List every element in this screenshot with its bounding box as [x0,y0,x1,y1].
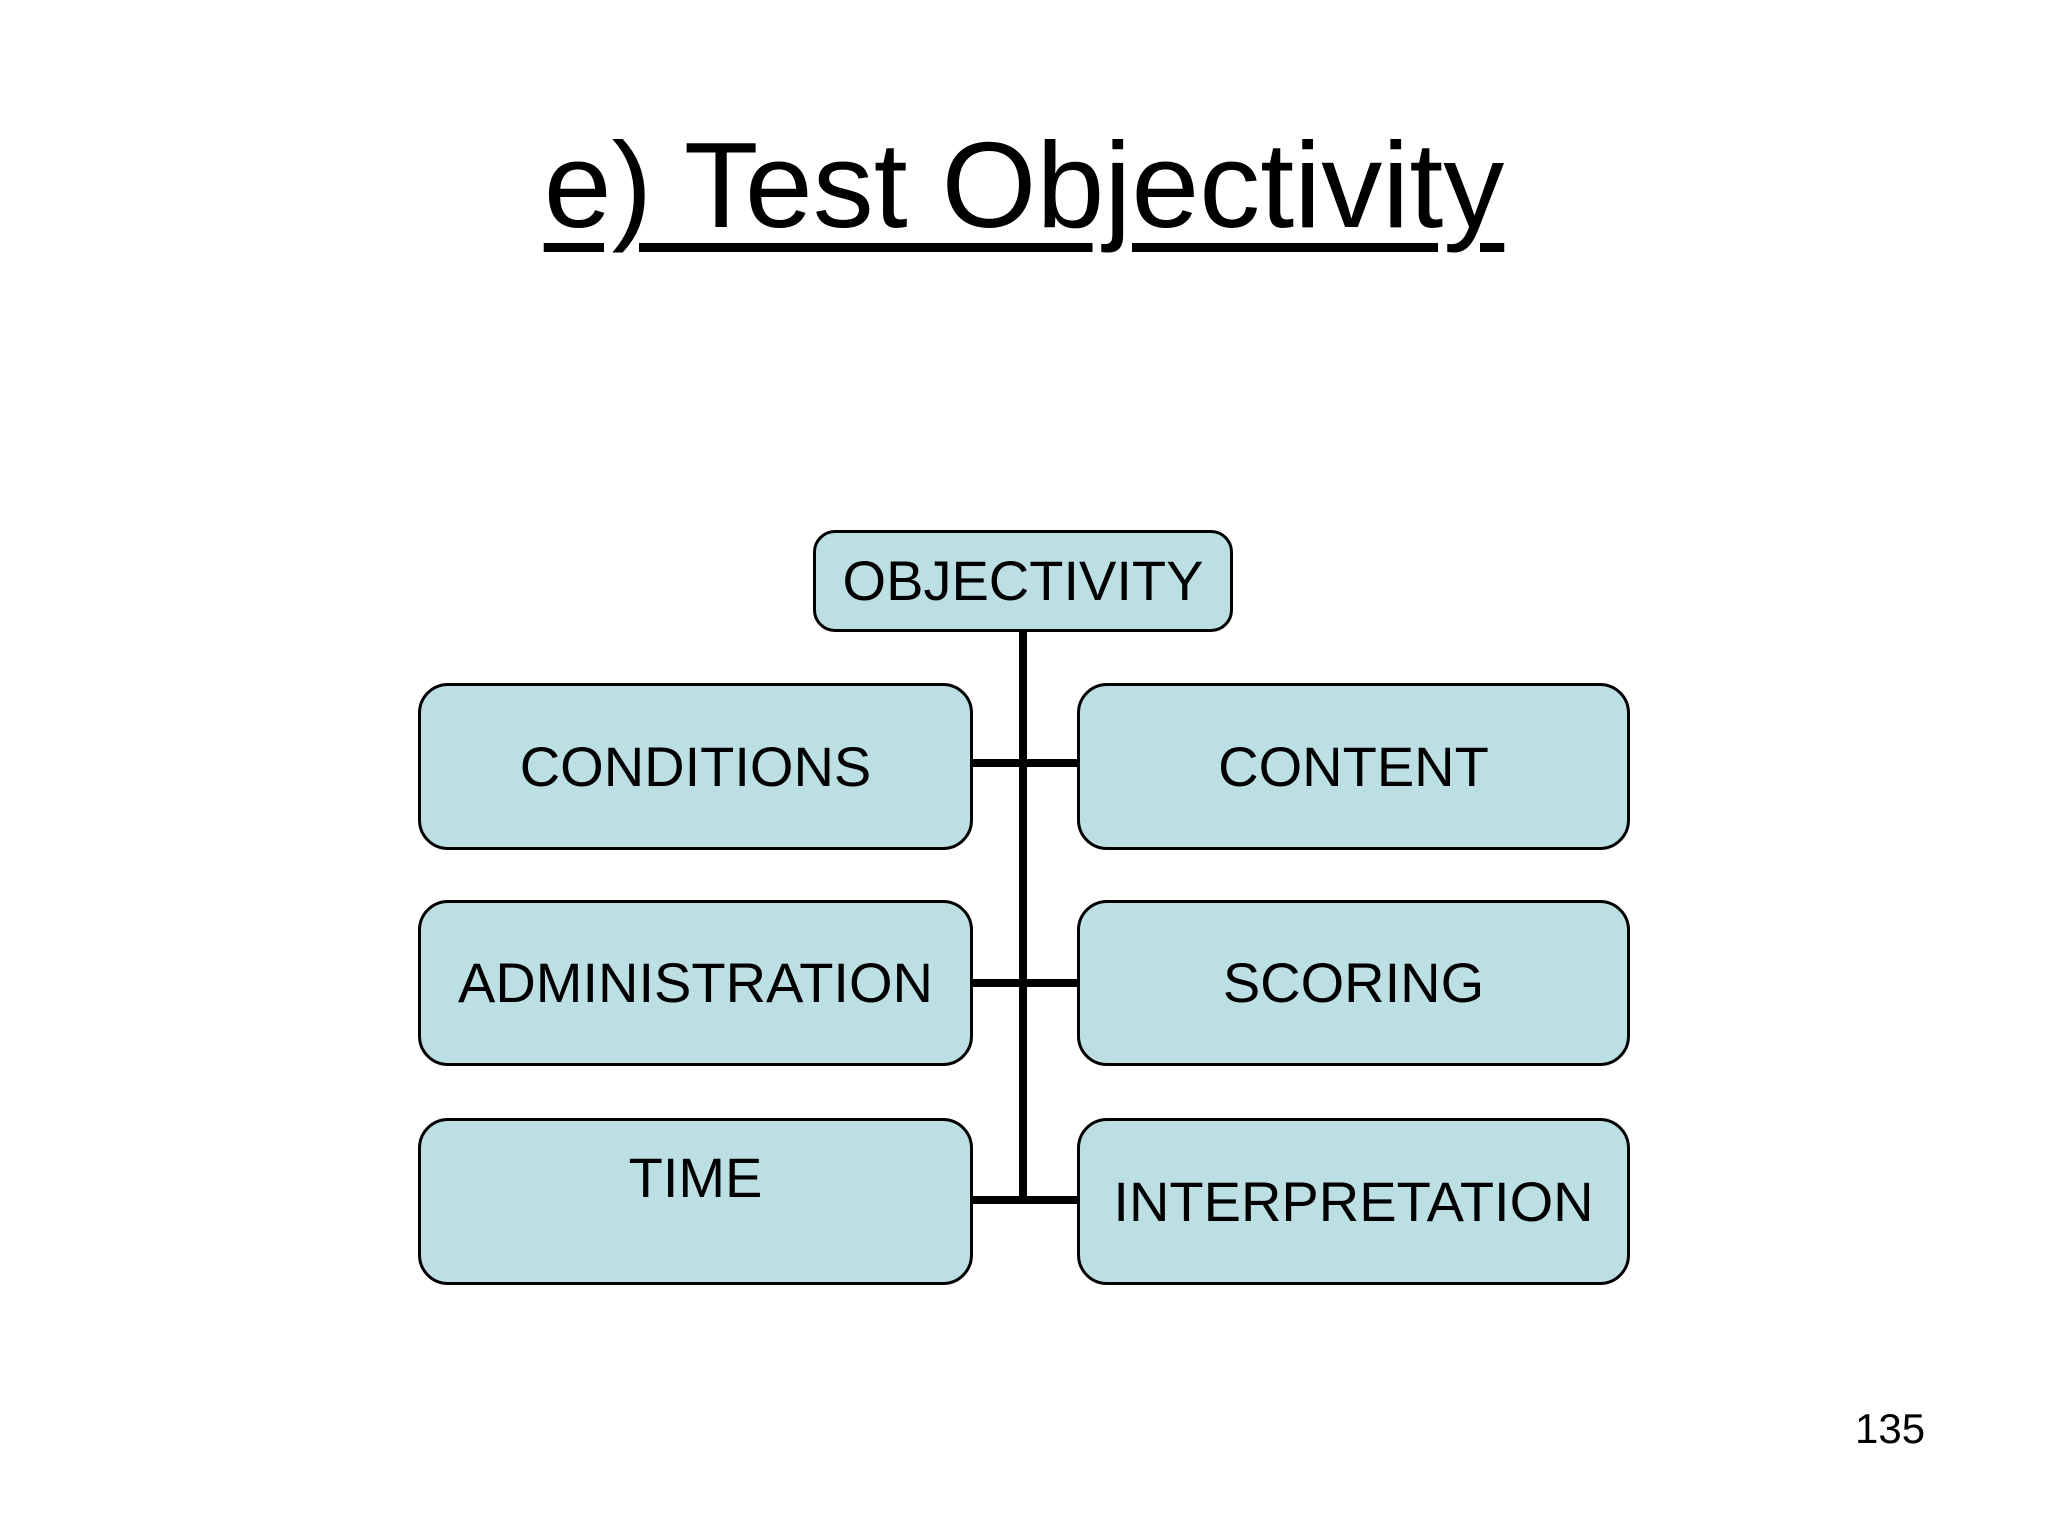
page-number: 135 [1855,1405,1926,1452]
objectivity-box: OBJECTIVITY [813,530,1233,632]
content-box: CONTENT [1077,683,1630,850]
interpretation-box: INTERPRETATION [1077,1118,1630,1285]
time-label: TIME [628,1146,763,1209]
content-label: CONTENT [1218,734,1489,798]
time-box: TIME [418,1118,973,1285]
connector-row-1 [973,759,1077,767]
connector-row-2 [973,979,1077,987]
scoring-label: SCORING [1222,951,1485,1015]
administration-box: ADMINISTRATION [418,900,973,1066]
connector-vertical-spine [1019,630,1027,1204]
scoring-box: SCORING [1077,900,1630,1066]
conditions-box: CONDITIONS [418,683,973,850]
slide-title-text: e) Test Objectivity [543,117,1505,253]
connector-row-3 [973,1196,1077,1204]
administration-label: ADMINISTRATION [458,951,933,1015]
interpretation-label: INTERPRETATION [1113,1169,1594,1233]
objectivity-label: OBJECTIVITY [842,549,1204,613]
conditions-label: CONDITIONS [519,734,872,798]
slide-title: e) Test Objectivity [0,118,2048,252]
